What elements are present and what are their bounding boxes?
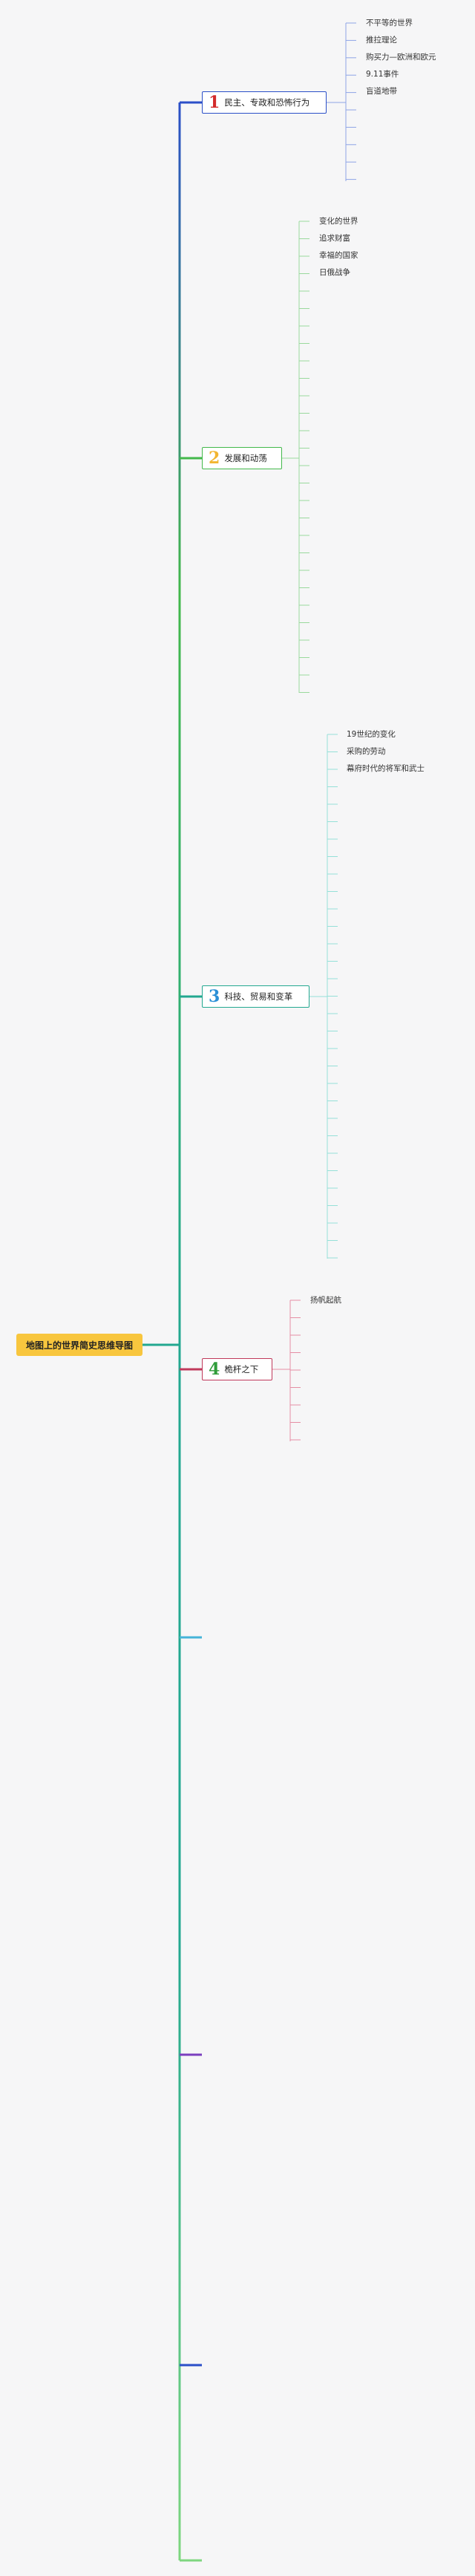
leaf-1-2[interactable]: 推拉理论: [366, 36, 397, 45]
leaf-2-3[interactable]: 幸福的国家: [319, 251, 358, 260]
branch-node-4[interactable]: 4 桅杆之下: [202, 1358, 272, 1380]
leaf-3-3[interactable]: 幕府时代的将军和武士: [347, 764, 425, 773]
spine-line: [178, 102, 181, 2560]
branch-label-3: 科技、贸易和变革: [224, 991, 293, 1002]
leaf-2-1[interactable]: 变化的世界: [319, 217, 358, 226]
root-node[interactable]: 地图上的世界简史思维导图: [16, 1334, 142, 1356]
branch-number-2: 2: [209, 449, 220, 468]
leaf-3-2[interactable]: 采购的劳动: [347, 747, 386, 756]
leaf-1-4[interactable]: 9.11事件: [366, 70, 399, 79]
leaf-1-5[interactable]: 盲道地带: [366, 87, 397, 96]
branch-node-1[interactable]: 1 民主、专政和恐怖行为: [202, 91, 327, 114]
branch-label-4: 桅杆之下: [224, 1364, 259, 1375]
leaf-2-4[interactable]: 日俄战争: [319, 268, 350, 277]
branch-number-3: 3: [209, 987, 220, 1006]
root-node-label: 地图上的世界简史思维导图: [25, 1340, 133, 1351]
branch-number-1: 1: [209, 93, 220, 112]
leaf-3-1[interactable]: 19世纪的变化: [347, 730, 396, 739]
leaf-1-3[interactable]: 购买力—欧洲和欧元: [366, 53, 436, 62]
branch-node-3[interactable]: 3 科技、贸易和变革: [202, 985, 309, 1008]
branch-label-1: 民主、专政和恐怖行为: [224, 97, 310, 108]
leaf-2-2[interactable]: 追求财富: [319, 234, 350, 243]
branch-node-2[interactable]: 2 发展和动荡: [202, 447, 282, 469]
branch-number-4: 4: [209, 1360, 220, 1379]
leaf-4-1[interactable]: 扬帆起航: [310, 1296, 341, 1305]
branch-label-2: 发展和动荡: [224, 453, 267, 463]
leaf-1-1[interactable]: 不平等的世界: [366, 19, 413, 27]
